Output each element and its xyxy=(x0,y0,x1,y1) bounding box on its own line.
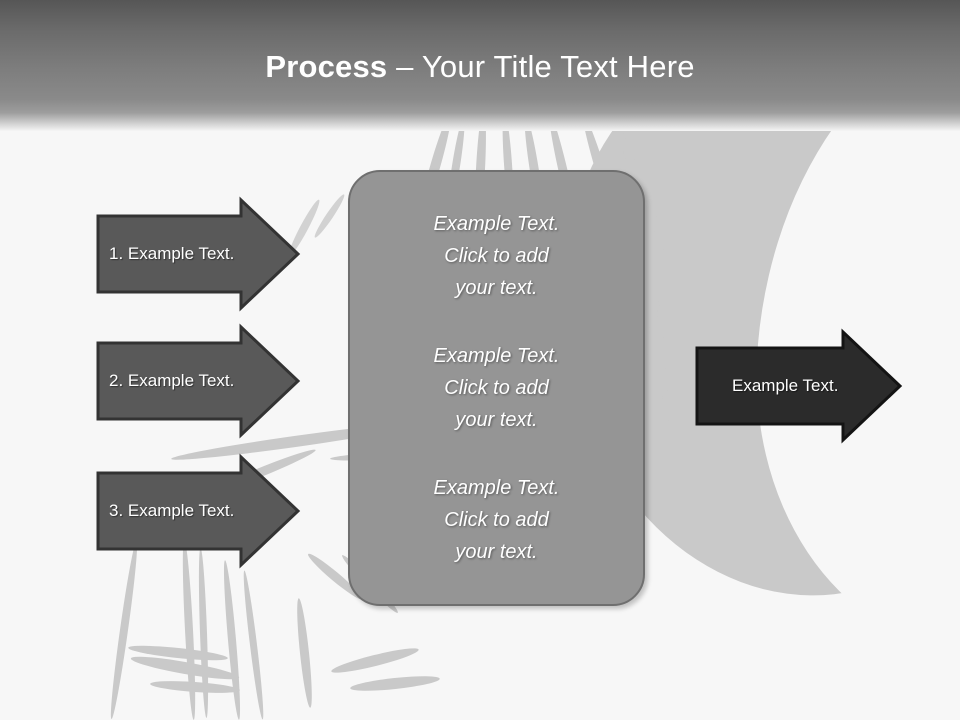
right-arrow-icon xyxy=(695,328,903,444)
input-arrow-2-label: 2. Example Text. xyxy=(109,371,235,390)
watermark-stroke xyxy=(240,570,267,720)
right-arrow-icon xyxy=(96,196,301,312)
output-arrow-label: Example Text. xyxy=(732,376,839,395)
panel-text-line: Click to add xyxy=(444,509,549,531)
watermark-stroke xyxy=(149,678,241,696)
input-arrow-1[interactable]: 1. Example Text. xyxy=(96,196,301,312)
input-arrow-1-label: 1. Example Text. xyxy=(109,244,235,263)
output-arrow[interactable]: Example Text. xyxy=(695,328,903,444)
watermark-stroke xyxy=(127,642,229,664)
watermark-stroke xyxy=(107,540,141,720)
page-title-rest: – Your Title Text Here xyxy=(387,49,695,84)
panel-text-line: your text. xyxy=(455,277,538,299)
watermark-stroke xyxy=(129,652,241,684)
header-band xyxy=(0,0,960,131)
watermark-stroke xyxy=(349,673,441,694)
right-arrow-icon xyxy=(96,453,301,569)
input-arrow-3[interactable]: 3. Example Text. xyxy=(96,453,301,569)
page-title-bold: Process xyxy=(265,49,388,84)
panel-text-line: your text. xyxy=(455,541,538,563)
panel-text-line: Click to add xyxy=(444,245,549,267)
panel-text-block-2: Example Text. Click to add your text. xyxy=(350,340,643,436)
right-arrow-icon xyxy=(96,323,301,439)
watermark-stroke xyxy=(312,192,347,240)
panel-text-block-3: Example Text. Click to add your text. xyxy=(350,472,643,568)
panel-text-line: your text. xyxy=(455,409,538,431)
watermark-stroke xyxy=(294,597,315,709)
input-arrow-2[interactable]: 2. Example Text. xyxy=(96,323,301,439)
watermark-stroke xyxy=(221,559,243,720)
panel-text-line: Example Text. xyxy=(433,477,560,499)
center-process-panel[interactable]: Example Text. Click to add your text. Ex… xyxy=(348,170,645,606)
watermark-stroke xyxy=(330,644,420,677)
page-title: Process – Your Title Text Here xyxy=(0,47,960,87)
panel-text-line: Example Text. xyxy=(433,345,560,367)
watermark-stroke xyxy=(655,299,671,441)
panel-text-line: Click to add xyxy=(444,377,549,399)
panel-text-line: Example Text. xyxy=(433,213,560,235)
input-arrow-3-label: 3. Example Text. xyxy=(109,501,235,520)
watermark-stroke xyxy=(197,547,210,719)
panel-text-block-1: Example Text. Click to add your text. xyxy=(350,208,643,304)
